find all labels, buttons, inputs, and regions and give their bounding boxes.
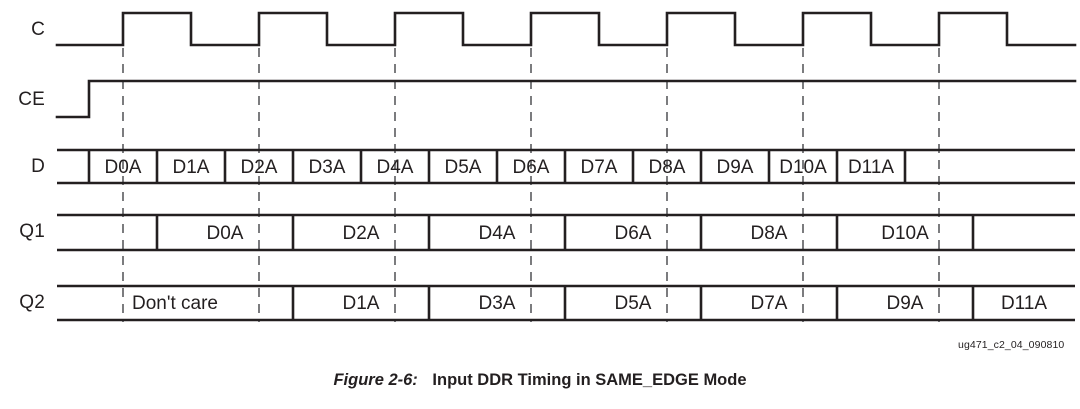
figure-caption-title: Input DDR Timing in SAME_EDGE Mode <box>432 371 747 389</box>
q2-bus-waveform <box>57 284 1075 322</box>
gridline-layer <box>122 48 940 322</box>
figure-caption-number: Figure 2-6: <box>333 371 418 389</box>
q1-bus-waveform <box>57 213 1075 252</box>
signal-label-q2: Q2 <box>19 292 45 313</box>
figure-caption: Figure 2-6: Input DDR Timing in SAME_EDG… <box>0 371 1080 390</box>
waveform-canvas <box>55 11 1077 322</box>
signal-label-ce: CE <box>18 89 45 110</box>
signal-label-q1: Q1 <box>19 221 45 242</box>
ce-trace <box>55 79 1077 119</box>
clock-waveform <box>55 11 1077 47</box>
d-bus-waveform <box>57 148 1075 185</box>
source-id-watermark: ug471_c2_04_090810 <box>958 339 1065 351</box>
signal-label-d: D <box>31 156 45 177</box>
signal-label-c: C <box>31 19 45 40</box>
clock-trace <box>55 11 1077 47</box>
ce-waveform <box>55 79 1077 119</box>
